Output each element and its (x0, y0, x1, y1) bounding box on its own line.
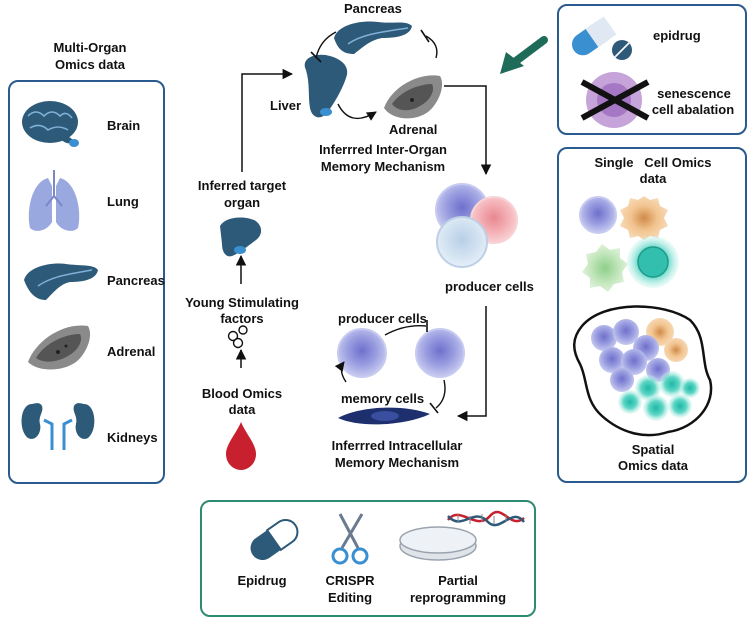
intervention-panel-top (557, 4, 747, 135)
organ-label-brain: Brain (107, 118, 141, 133)
organ-label-kidneys: Kidneys (107, 430, 158, 445)
single-cell-panel (557, 147, 747, 483)
single-cells-icons (579, 196, 679, 292)
blood-omics-line2: data (228, 402, 256, 417)
young-factors-line1: Young Stimulating (185, 295, 299, 310)
kidneys-icon (21, 403, 95, 450)
brain-icon (22, 101, 79, 147)
therapy-panel-bottom (200, 500, 536, 617)
scissors-icon (331, 513, 369, 565)
senescence-label-line2: cell abalation (651, 102, 735, 117)
adrenal-top-label: Adrenal (389, 122, 438, 137)
producer-cell-left (337, 328, 387, 378)
intracellular-caption-line1: Inferrred Intracellular (331, 438, 463, 453)
left-panel-title-line2: Omics data (54, 57, 126, 72)
therapy-reprogramming-line2: reprogramming (409, 590, 507, 605)
intracellular-caption-line2: Memory Mechanism (334, 455, 460, 470)
organ-label-lung: Lung (107, 194, 139, 209)
inter-organ-caption-line2: Memory Mechanism (320, 159, 446, 174)
liver-icon (304, 54, 348, 118)
therapy-epidrug-label: Epidrug (237, 573, 287, 588)
target-organ-line2: organ (223, 195, 261, 210)
senescence-cell-icon (580, 72, 650, 128)
epidrug-bottom-capsule-icon (250, 518, 299, 561)
blood-omics-line1: Blood Omics (201, 386, 283, 401)
intracellular-producer-label: producer cells (338, 311, 427, 326)
organ-label-adrenal: Adrenal (107, 344, 156, 359)
producer-cell-right (415, 328, 465, 378)
spatial-title-line2: Omics data (617, 458, 689, 473)
target-liver-icon (220, 217, 262, 257)
single-cell-title-line1: Single Cell Omics (594, 155, 712, 170)
lung-icon (28, 170, 80, 231)
pancreas-icon (24, 263, 98, 300)
spatial-title-line1: Spatial (631, 442, 675, 457)
young-factors-line2: factors (220, 311, 264, 326)
organ-label-pancreas: Pancreas (107, 273, 165, 288)
adrenal-top-icon (384, 75, 443, 119)
left-panel-title-line1: Multi-Organ (53, 40, 127, 55)
memory-cell-icon (338, 407, 430, 425)
inter-organ-caption-line1: Inferrred Inter-Organ (319, 142, 447, 157)
blood-drop-icon (226, 422, 256, 470)
therapy-reprogramming-line1: Partial (438, 573, 478, 588)
therapy-crispr-line1: CRISPR (325, 573, 375, 588)
pancreas-top-label: Pancreas (344, 1, 402, 16)
therapy-crispr-line2: Editing (327, 590, 373, 605)
producer-cells-cluster (435, 183, 518, 268)
factor-circles-icon (227, 325, 248, 349)
adrenal-icon (28, 325, 91, 370)
petri-dish-dna-icon (399, 510, 525, 561)
producer-cells-label: producer cells (445, 279, 534, 294)
memory-cells-label: memory cells (341, 391, 425, 406)
target-organ-line1: Inferred target (197, 178, 287, 193)
liver-label: Liver (270, 98, 302, 113)
pancreas-top-icon (334, 21, 412, 54)
epidrug-capsule-icon (571, 16, 632, 60)
senescence-label-line1: senescence (657, 86, 731, 101)
multi-organ-panel (8, 80, 165, 484)
spatial-tissue-icon (573, 305, 713, 437)
green-arrow-icon (500, 36, 548, 74)
epidrug-label: epidrug (653, 28, 701, 43)
single-cell-title-line2: data (639, 171, 667, 186)
